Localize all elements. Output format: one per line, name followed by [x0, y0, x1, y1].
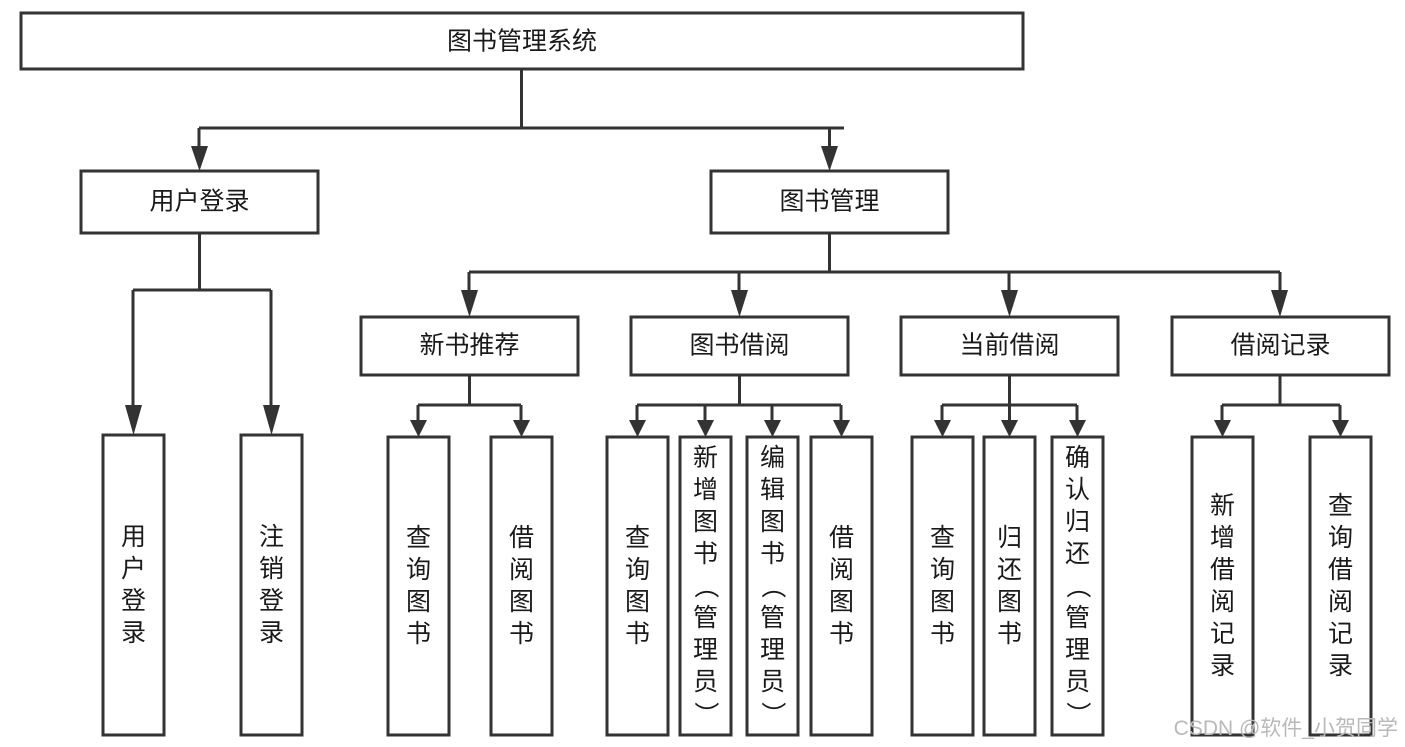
arrowhead-icon-leaf-confirm-return	[1069, 420, 1086, 437]
node-leaf-query-book-2-label: 查询图书	[625, 524, 650, 648]
node-book-manage[interactable]: 图书管理	[709, 169, 950, 235]
node-root-label: 图书管理系统	[447, 28, 597, 56]
arrowhead-icon-leaf-edit-book	[764, 420, 781, 437]
node-current-borrow-label: 当前借阅	[959, 332, 1059, 360]
node-leaf-add-book[interactable]: 新增图书管理员 （ ）	[678, 435, 733, 737]
node-leaf-add-book-box[interactable]	[678, 435, 733, 737]
arrowhead-icon-borrowrecord	[1271, 290, 1288, 317]
node-leaf-edit-book[interactable]: 编辑图书管理员 （ ）	[745, 435, 800, 737]
arrowhead-icon-userlogin	[191, 146, 208, 171]
connector-userlogin-to-leaves	[131, 233, 273, 405]
node-leaf-query-book-2-box[interactable]	[605, 435, 670, 737]
node-leaf-query-record[interactable]: 查询借阅记录	[1308, 435, 1373, 737]
connector-root-to-level2	[197, 70, 844, 146]
node-leaf-confirm-return-box[interactable]	[1050, 435, 1105, 737]
node-leaf-query-book-3-box[interactable]	[910, 435, 975, 737]
arrowhead-icon-leaf-return-book	[1001, 420, 1018, 437]
node-leaf-borrow-book-1-label: 借阅图书	[509, 524, 534, 648]
node-leaf-query-book-3[interactable]: 查询图书	[910, 435, 975, 737]
connector-newbook-to-leaves	[416, 375, 523, 420]
node-leaf-confirm-return[interactable]: 确认归还管理员 （ ）	[1050, 435, 1105, 737]
arrowhead-icon-leaf-add-record	[1214, 420, 1231, 437]
node-root-box[interactable]	[19, 11, 1025, 71]
vertical-punctuation-glyph: （	[1064, 573, 1092, 598]
arrowhead-icon-currentborrow	[1001, 290, 1018, 317]
node-leaf-borrow-book-2[interactable]: 借阅图书	[809, 435, 874, 737]
node-user-login-label: 用户登录	[149, 188, 249, 216]
node-book-borrow-label: 图书借阅	[689, 332, 789, 360]
node-leaf-borrow-book-2-box[interactable]	[809, 435, 874, 737]
node-leaf-return-book[interactable]: 归还图书	[982, 435, 1037, 737]
node-leaf-query-record-label: 查询借阅记录	[1328, 492, 1353, 680]
node-leaf-add-record-label: 新增借阅记录	[1210, 492, 1235, 680]
node-leaf-add-book-label: 新增图书管理员	[693, 444, 718, 696]
arrowhead-icon-leaf-borrow-book-2	[833, 420, 850, 437]
arrowhead-icon-leaf-borrow-book-1	[513, 420, 530, 437]
node-current-borrow-box[interactable]	[899, 315, 1120, 377]
arrowhead-icon-leaf-user-logout	[263, 405, 280, 435]
arrowhead-icon-leaf-query-book-1	[410, 420, 427, 437]
node-leaf-return-book-label: 归还图书	[997, 524, 1022, 648]
node-leaf-confirm-return-label: 确认归还管理员	[1065, 444, 1090, 696]
node-leaf-edit-book-label: 编辑图书管理员	[760, 444, 785, 696]
node-borrow-record-box[interactable]	[1170, 315, 1391, 377]
node-leaf-query-book-2[interactable]: 查询图书	[605, 435, 670, 737]
node-book-manage-label: 图书管理	[779, 188, 879, 216]
node-leaf-return-book-box[interactable]	[982, 435, 1037, 737]
node-new-book-rec-box[interactable]	[359, 315, 580, 377]
node-leaf-user-login[interactable]: 用户登录	[101, 433, 166, 737]
node-borrow-record[interactable]: 借阅记录	[1170, 315, 1391, 377]
node-leaf-query-record-box[interactable]	[1308, 435, 1373, 737]
connector-layer	[131, 70, 1342, 420]
node-book-borrow-box[interactable]	[629, 315, 850, 377]
node-leaf-query-book-3-label: 查询图书	[930, 524, 955, 648]
arrowhead-icon-leaf-query-book-2	[629, 420, 646, 437]
node-leaf-user-logout[interactable]: 注销登录	[239, 433, 304, 737]
arrowhead-icon-leaf-user-login	[125, 405, 142, 435]
arrowhead-icon-leaf-query-book-3	[934, 420, 951, 437]
node-leaf-user-login-label: 用户登录	[121, 523, 146, 647]
vertical-punctuation-glyph: ）	[692, 701, 720, 726]
node-book-manage-box[interactable]	[709, 169, 950, 235]
arrowhead-icon-leaf-add-book	[697, 420, 714, 437]
arrowhead-icon-bookborrow	[731, 290, 748, 317]
connector-borrowrecord-to-leaves	[1220, 375, 1342, 420]
node-leaf-borrow-book-1-box[interactable]	[489, 435, 554, 737]
node-book-borrow[interactable]: 图书借阅	[629, 315, 850, 377]
vertical-punctuation-glyph: （	[759, 573, 787, 598]
vertical-punctuation-glyph: ）	[759, 701, 787, 726]
node-leaf-user-logout-box[interactable]	[239, 433, 304, 737]
node-borrow-record-label: 借阅记录	[1230, 332, 1330, 360]
node-leaf-borrow-book-1[interactable]: 借阅图书	[489, 435, 554, 737]
arrowhead-icon-newbookrec	[461, 290, 478, 317]
node-leaf-query-book-1[interactable]: 查询图书	[386, 435, 451, 737]
node-current-borrow[interactable]: 当前借阅	[899, 315, 1120, 377]
node-leaf-query-book-1-box[interactable]	[386, 435, 451, 737]
connector-bookmanage-to-level3	[467, 233, 1282, 290]
arrowhead-icon-bookmanage	[821, 146, 838, 171]
node-leaf-edit-book-box[interactable]	[745, 435, 800, 737]
arrowhead-layer	[125, 146, 1349, 437]
node-user-login[interactable]: 用户登录	[79, 169, 320, 235]
node-leaf-query-book-1-label: 查询图书	[406, 524, 431, 648]
vertical-punctuation-glyph: （	[692, 573, 720, 598]
connector-bookborrow-to-leaves	[635, 375, 843, 420]
node-leaf-add-record[interactable]: 新增借阅记录	[1190, 435, 1255, 737]
node-new-book-rec[interactable]: 新书推荐	[359, 315, 580, 377]
arrowhead-icon-leaf-query-record	[1332, 420, 1349, 437]
node-leaf-user-login-box[interactable]	[101, 433, 166, 737]
node-root[interactable]: 图书管理系统	[19, 11, 1025, 71]
csdn-watermark: CSDN @软件_小贺同学	[1174, 717, 1398, 740]
node-leaf-user-logout-label: 注销登录	[259, 523, 284, 647]
node-user-login-box[interactable]	[79, 169, 320, 235]
vertical-punctuation-glyph: ）	[1064, 701, 1092, 726]
node-leaf-add-record-box[interactable]	[1190, 435, 1255, 737]
node-leaf-borrow-book-2-label: 借阅图书	[829, 524, 854, 648]
node-new-book-rec-label: 新书推荐	[419, 332, 519, 360]
connector-currentborrow-to-leaves	[940, 375, 1079, 420]
